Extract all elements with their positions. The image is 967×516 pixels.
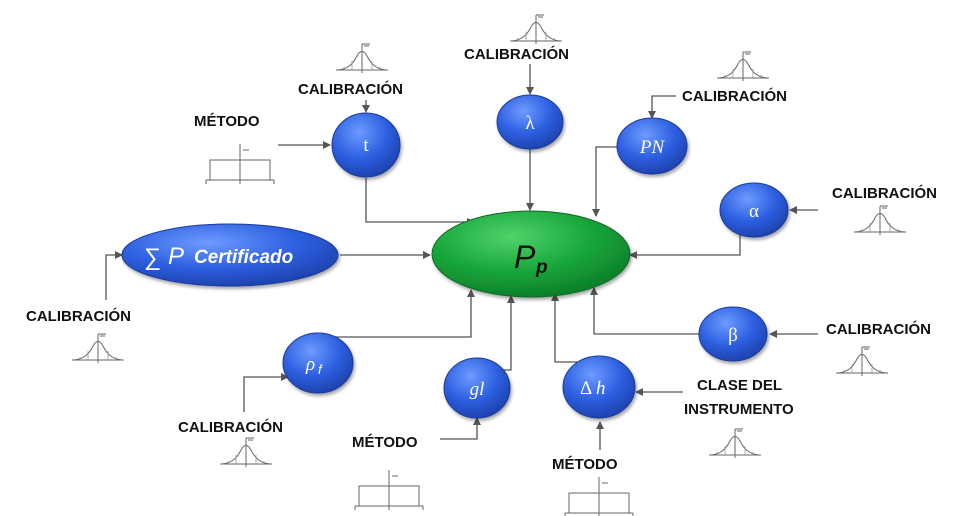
node-rho-subscript: f	[318, 362, 323, 377]
node-t-label: t	[363, 135, 369, 156]
node-beta-label: β	[728, 325, 738, 346]
normal-distribution-icon	[71, 333, 125, 364]
normal-distribution-icon	[335, 43, 389, 74]
arrow-pn-to-center	[592, 146, 620, 217]
node-gl: gl	[443, 357, 511, 419]
sum-certificado-label: Certificado	[194, 247, 293, 268]
sum-certificado-node: ∑ P Certificado	[121, 223, 339, 287]
normal-distribution-icon	[219, 437, 273, 468]
label-metodo-t: MÉTODO	[194, 113, 260, 130]
node-alpha-label: α	[749, 201, 759, 222]
normal-distribution-icon	[716, 51, 770, 82]
normal-distribution-icon	[835, 346, 889, 377]
node-delta-label: Δ	[580, 378, 592, 399]
sum-p-symbol: P	[168, 243, 184, 270]
arrow-gl-to-center	[489, 295, 515, 371]
node-delta-h: Δ h	[562, 355, 636, 419]
node-gl-label: gl	[470, 379, 485, 400]
node-rho-f: ρ f	[282, 332, 354, 394]
label-clase-line1: CLASE DEL	[697, 377, 782, 394]
arrow-alpha-to-center	[629, 235, 741, 259]
label-calibracion-lambda: CALIBRACIÓN	[464, 45, 569, 63]
label-metodo-deltah: MÉTODO	[552, 456, 618, 473]
label-calibracion-beta: CALIBRACIÓN	[826, 320, 931, 338]
node-pn: PN	[616, 117, 688, 175]
arrow-calib-to-rho	[243, 373, 289, 412]
normal-distribution-icon	[853, 205, 907, 236]
node-rho-label: ρ	[305, 354, 315, 375]
uniform-distribution-icon	[354, 469, 424, 511]
node-pn-label: PN	[639, 137, 666, 158]
normal-distribution-icon	[708, 428, 762, 459]
label-calibracion-t: CALIBRACIÓN	[298, 80, 403, 98]
uniform-distribution-icon	[564, 476, 634, 516]
arrow-metodo-to-gl	[440, 417, 481, 440]
center-node-label: P	[514, 239, 536, 275]
arrow-beta-to-center	[590, 287, 700, 335]
node-alpha: α	[719, 182, 789, 238]
node-t: t	[331, 112, 401, 178]
center-node-pp: P p	[431, 210, 631, 298]
label-calibracion-alpha: CALIBRACIÓN	[832, 184, 937, 202]
arrow-deltah-to-center	[551, 293, 583, 363]
uniform-distribution-icon	[205, 143, 275, 185]
label-metodo-gl: MÉTODO	[352, 434, 418, 451]
node-lambda-label: λ	[525, 113, 535, 134]
label-calibracion-sum: CALIBRACIÓN	[26, 307, 131, 325]
arrow-t-to-center	[365, 178, 475, 226]
normal-distribution-icon	[509, 14, 563, 45]
label-clase-line2: INSTRUMENTO	[684, 401, 794, 418]
sigma-symbol: ∑	[144, 244, 161, 271]
center-node-subscript: p	[535, 257, 548, 278]
node-h-label: h	[596, 378, 606, 399]
arrow-calib-to-pn	[648, 95, 676, 119]
label-calibracion-pn: CALIBRACIÓN	[682, 87, 787, 105]
label-calibracion-rho: CALIBRACIÓN	[178, 418, 283, 436]
node-lambda: λ	[496, 94, 564, 150]
arrow-calib-to-sum	[105, 251, 123, 300]
node-beta: β	[698, 306, 768, 362]
arrow-rho-to-center	[306, 289, 475, 338]
